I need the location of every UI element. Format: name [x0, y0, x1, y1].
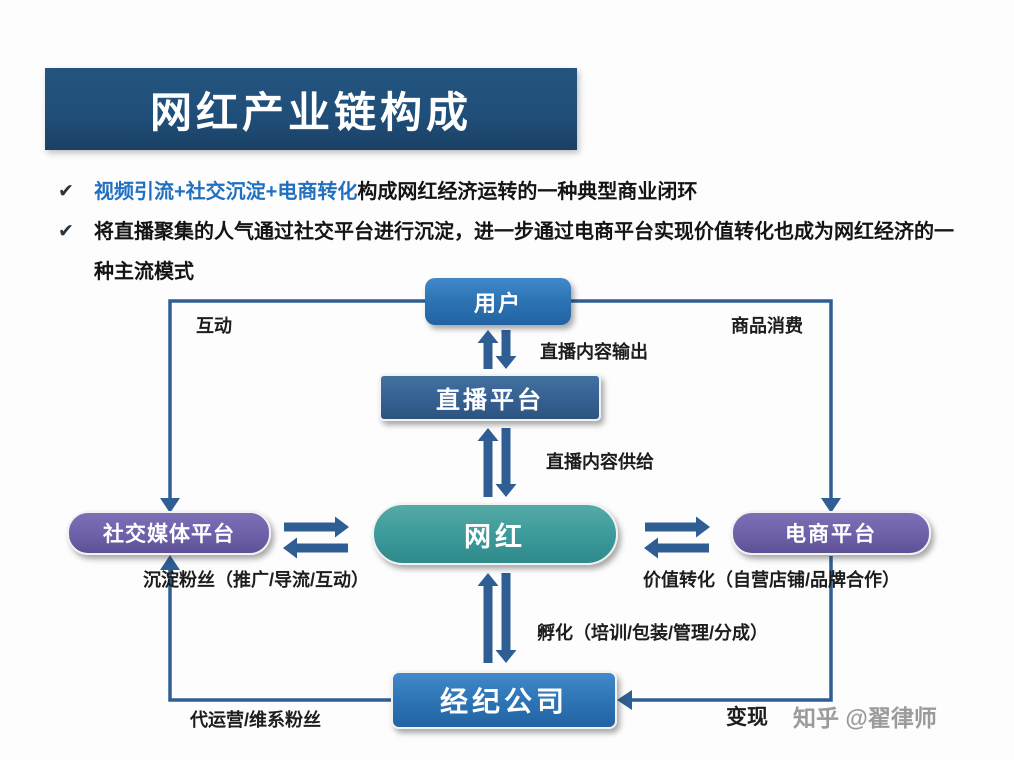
node-social-media-platform: 社交媒体平台	[67, 511, 271, 555]
bullet-item-1: ✔ 视频引流+社交沉淀+电商转化构成网红经济运转的一种典型商业闭环	[58, 172, 958, 212]
watermark: 知乎 @翟律师	[793, 705, 937, 731]
bullet-item-2: ✔ 将直播聚集的人气通过社交平台进行沉淀，进一步通过电商平台实现价值转化也成为网…	[58, 212, 963, 292]
edge-label-fan-retention: 沉淀粉丝（推广/导流/互动）	[143, 570, 370, 590]
arrow-live-to-influencer	[495, 428, 517, 497]
edge-label-goods-consumption: 商品消费	[731, 316, 803, 336]
edge-label-live-content-output: 直播内容输出	[540, 342, 648, 362]
check-icon: ✔	[58, 221, 74, 242]
edge-user-to-ecommerce	[569, 299, 833, 499]
edge-label-agent-operation: 代运营/维系粉丝	[190, 710, 322, 730]
arrowhead-up-social	[160, 555, 180, 570]
edge-label-interaction: 互动	[196, 316, 232, 336]
arrow-influencer-to-live	[477, 428, 499, 497]
arrow-influencer-to-agency	[495, 573, 517, 663]
bullet-1-highlight: 视频引流+社交沉淀+电商转化	[94, 181, 358, 203]
node-social-media-platform-label: 社交媒体平台	[103, 523, 235, 546]
bullet-2-text: 将直播聚集的人气通过社交平台进行沉淀，进一步通过电商平台实现价值转化也成为网红经…	[94, 221, 954, 283]
page-title: 网红产业链构成	[149, 88, 472, 136]
arrow-agency-to-influencer	[477, 573, 499, 663]
node-agency: 经纪公司	[391, 671, 617, 729]
arrow-influencer-to-social	[283, 537, 348, 559]
title-banner: 网红产业链构成	[45, 68, 577, 150]
arrowhead-down-social	[160, 498, 180, 513]
node-live-platform-label: 直播平台	[436, 387, 544, 414]
edge-user-to-social	[168, 299, 427, 499]
arrow-social-to-influencer	[284, 516, 349, 538]
arrowhead-down-ecommerce	[821, 498, 841, 513]
edge-label-monetization: 变现	[726, 706, 768, 729]
arrow-influencer-to-ecommerce	[645, 516, 710, 538]
node-user: 用户	[425, 278, 571, 325]
arrow-ecommerce-to-influencer	[644, 537, 709, 559]
check-icon: ✔	[58, 181, 74, 202]
bullet-1-rest: 构成网红经济运转的一种典型商业闭环	[357, 181, 698, 203]
node-ecommerce-platform: 电商平台	[731, 511, 931, 555]
node-user-label: 用户	[473, 290, 522, 316]
arrow-user-to-live	[495, 330, 517, 369]
edge-ecommerce-to-agency	[631, 556, 833, 702]
arrowhead-left-agency	[617, 690, 632, 710]
node-influencer-label: 网红	[464, 521, 526, 552]
edge-label-incubation: 孵化（培训/包装/管理/分成）	[537, 623, 769, 643]
bullet-1-text: 视频引流+社交沉淀+电商转化构成网红经济运转的一种典型商业闭环	[94, 172, 958, 212]
node-influencer: 网红	[372, 503, 618, 565]
arrow-live-to-user	[477, 330, 499, 369]
edge-label-value-conversion: 价值转化（自营店铺/品牌合作）	[643, 570, 900, 590]
node-live-platform: 直播平台	[379, 374, 601, 421]
edge-label-live-content-supply: 直播内容供给	[546, 452, 654, 472]
node-ecommerce-platform-label: 电商平台	[785, 523, 877, 546]
edge-agency-to-social	[168, 569, 392, 702]
node-agency-label: 经纪公司	[439, 686, 568, 717]
